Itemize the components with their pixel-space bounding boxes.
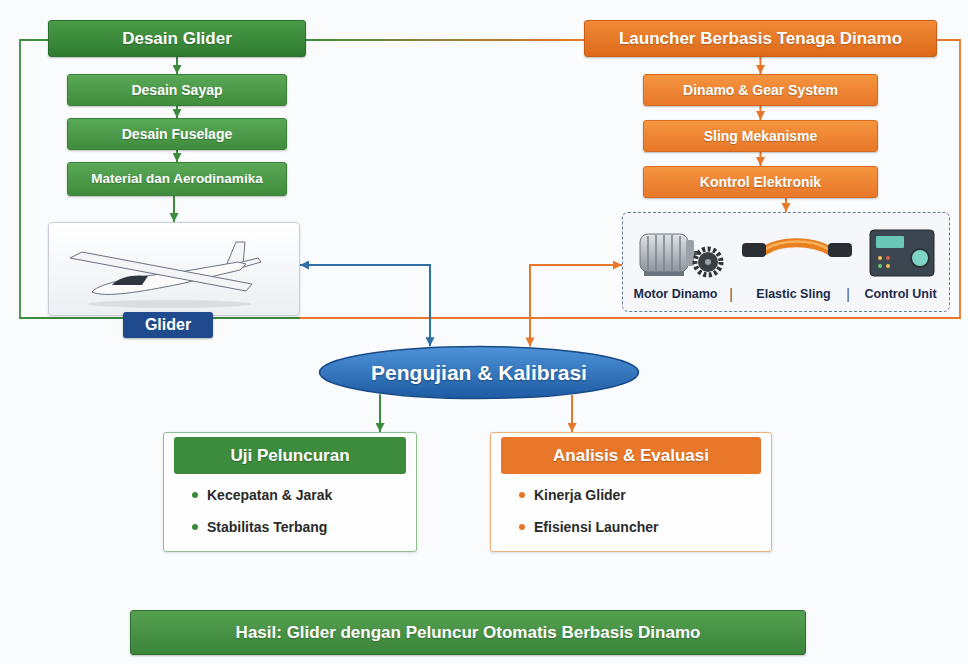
control-led [878,256,882,260]
card-header: Analisis & Evaluasi [553,446,709,465]
sling-icon [742,242,852,258]
bullet-row: Kecepatan & Jarak [164,485,416,505]
group-frame [20,40,960,318]
group-header: Launcher Berbasis Tenaga Dinamo [584,20,937,57]
control-knob [911,249,929,267]
control-unit-icon [870,230,934,276]
bullet-text: Stabilitas Terbang [207,519,327,535]
connector-arrow [173,196,175,222]
process-ellipse: Pengujian & Kalibrasi [318,345,640,400]
glider-illustration [70,242,261,308]
bullet-dot [519,524,525,530]
control-led [878,264,882,268]
control-screen [876,236,904,248]
motor-body [640,234,688,272]
label-slot: | [727,285,735,303]
sling-highlight [766,242,828,250]
connector-arrow [379,394,381,432]
motor-icon [640,234,721,276]
control-case [870,230,934,276]
frame-line [300,40,960,318]
bullet-text: Kecepatan & Jarak [207,487,332,503]
separator: | [846,286,850,302]
bullet-text: Kinerja Glider [534,487,626,503]
glider-shadow [88,300,252,308]
box-label: Material dan Aerodinamika [91,171,262,186]
process-box: Dinamo & Gear System [643,74,878,106]
connector-arrow [300,265,430,346]
process-box: Material dan Aerodinamika [67,162,287,196]
control-led [886,264,890,268]
card-header: Uji Peluncuran [230,446,349,465]
component-label: Motor Dinamo [623,287,728,301]
bullet-dot [192,524,198,530]
control-led [886,256,890,260]
gear-teeth [695,249,721,275]
connector-arrow [176,106,178,118]
process-box: Sling Mekanisme [643,120,878,152]
box-label: Hasil: Glider dengan Peluncur Otomatis B… [236,623,701,642]
frame-line [306,39,584,41]
bullet-row: Stabilitas Terbang [164,517,416,537]
bullet-text: Efisiensi Launcher [534,519,658,535]
gear-body [698,252,718,272]
box-label: Desain Fuselage [122,126,233,142]
sling-end [828,243,852,257]
box-label: Desain Sayap [131,82,222,98]
glider-wing [70,252,252,291]
motor-ribs [648,235,680,271]
badge-label: Glider [123,312,213,338]
gear-hub [705,259,711,265]
result-card: Uji PeluncuranKecepatan & JarakStabilita… [163,432,417,552]
box-label: Kontrol Elektronik [700,174,821,190]
panel-fill [48,222,300,316]
box-label: Launcher Berbasis Tenaga Dinamo [619,29,902,48]
process-box: Desain Fuselage [67,118,287,150]
component-label: Elastic Sling [734,287,853,301]
connector-arrow [760,57,762,74]
result-card: Analisis & EvaluasiKinerja GliderEfisien… [490,432,772,552]
connector-arrow [176,150,178,162]
header-band: Analisis & Evaluasi [501,437,761,474]
process-box: Kontrol Elektronik [643,166,878,198]
frame-line [20,40,300,318]
bullet-dot [519,492,525,498]
separator: | [729,286,733,302]
bullet-row: Efisiensi Launcher [491,517,771,537]
ellipse-label: Pengujian & Kalibrasi [371,345,587,400]
group-header: Desain Glider [48,20,306,57]
bullet-row: Kinerja Glider [491,485,771,505]
connector-arrow [785,198,787,212]
panel-fill [622,212,950,312]
component-label: Control Unit [853,287,948,301]
label-slot: | [844,285,852,303]
header-band: Uji Peluncuran [174,437,406,474]
result-bar: Hasil: Glider dengan Peluncur Otomatis B… [130,610,806,655]
box-label: Dinamo & Gear System [683,82,838,98]
connector-arrow [760,106,762,120]
component-panel: Motor Dinamo Elastic SlingControl Unit [622,212,950,312]
bullet-dot [192,492,198,498]
connector-arrow [176,57,178,74]
connector-arrow [530,265,622,346]
sling-end [742,243,766,257]
process-box: Desain Sayap [67,74,287,106]
box-label: Desain Glider [122,29,232,48]
connector-arrow [760,152,762,166]
connector-arrow [571,395,573,432]
box-label: Sling Mekanisme [704,128,818,144]
glider-canopy [112,275,148,285]
illustration-panel: Glider [48,222,300,316]
